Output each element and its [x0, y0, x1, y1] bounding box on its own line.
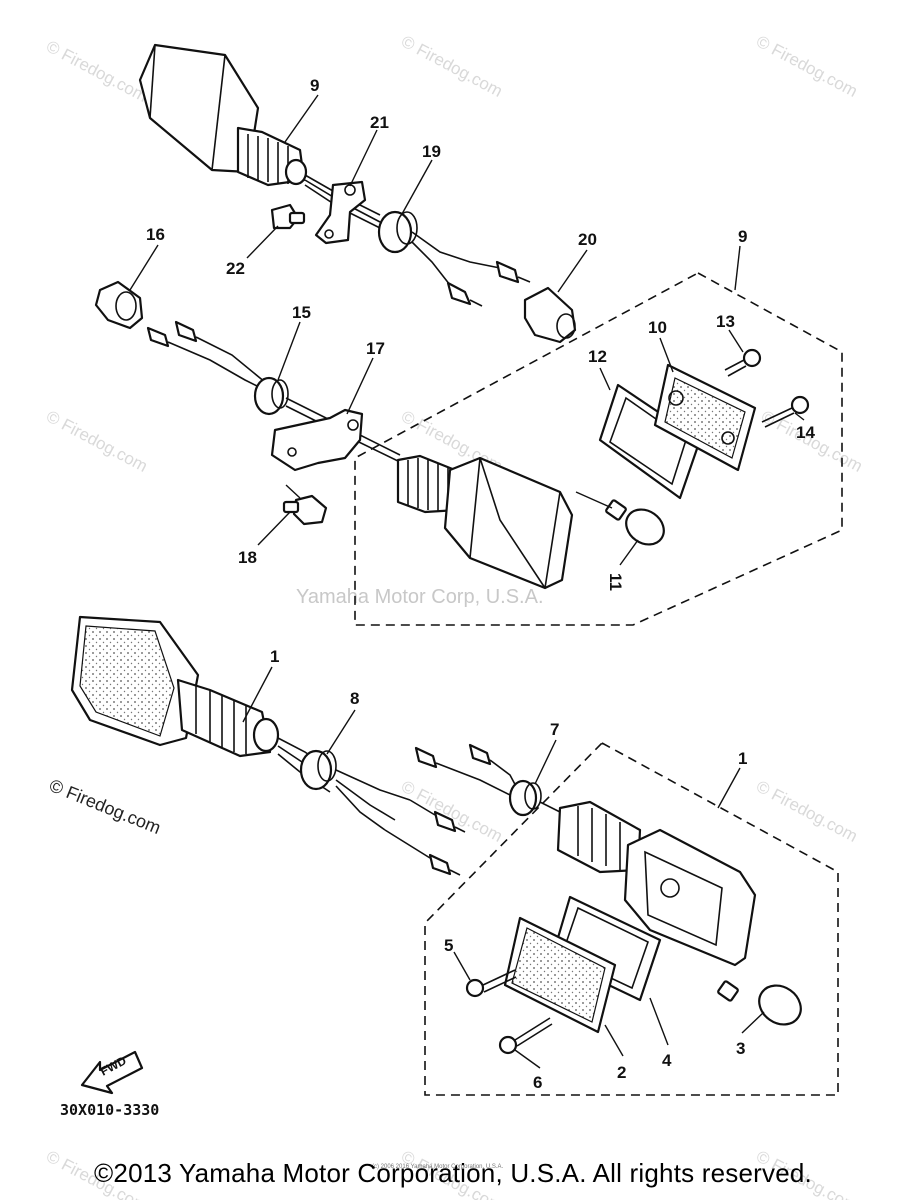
callout-6: 6: [533, 1073, 542, 1092]
callout-9-upper-left: 9: [310, 76, 319, 95]
callout-1-lower-right: 1: [738, 749, 747, 768]
bulb-3: [717, 980, 802, 1026]
callout-3: 3: [736, 1039, 745, 1058]
leader-lines: [129, 94, 805, 1069]
callout-22: 22: [226, 259, 245, 278]
callout-2: 2: [617, 1063, 626, 1082]
watermark-7: © Firedog.com: [398, 777, 506, 846]
callout-13: 13: [716, 312, 735, 331]
callout-18: 18: [238, 548, 257, 567]
callout-7: 7: [550, 720, 559, 739]
bracket-17: [270, 408, 364, 472]
center-watermark: Yamaha Motor Corp, U.S.A.: [296, 586, 544, 608]
fwd-arrow-icon: FWD: [80, 1050, 144, 1095]
callout-17: 17: [366, 339, 385, 358]
callout-12: 12: [588, 347, 607, 366]
part-code: 30X010-3330: [60, 1101, 159, 1119]
bolt-22: [270, 203, 306, 230]
screw-6: [498, 1017, 553, 1055]
callout-10: 10: [648, 318, 667, 337]
subassembly-box-upper: [354, 272, 843, 626]
watermark-3: © Firedog.com: [753, 32, 861, 101]
lens-10: [653, 363, 757, 472]
callout-1-lower-left: 1: [270, 647, 279, 666]
wire-connectors-upper: [446, 260, 531, 307]
grommet-19: [377, 210, 501, 286]
callout-5: 5: [444, 936, 453, 955]
bolt-18: [282, 494, 328, 526]
bulb-11: [605, 499, 665, 546]
turn-signal-housing-lower-right: [556, 800, 757, 967]
wire-connectors-mid: [146, 320, 271, 391]
callout-15: 15: [292, 303, 311, 322]
watermark-1: © Firedog.com: [43, 37, 151, 106]
wire-connectors-lower-right: [414, 743, 519, 797]
callout-16: 16: [146, 225, 165, 244]
callout-8: 8: [350, 689, 359, 708]
subassembly-box-lower: [424, 742, 839, 1096]
cap-20: [523, 286, 577, 344]
turn-signal-upper: [138, 43, 381, 229]
callout-19: 19: [422, 142, 441, 161]
callout-20: 20: [578, 230, 597, 249]
screw-13: [724, 348, 762, 377]
copyright-footer: ©2013 Yamaha Motor Corporation, U.S.A. A…: [94, 1158, 812, 1188]
callout-9-upper-right: 9: [738, 227, 747, 246]
callout-11: 11: [606, 573, 625, 591]
watermark-4: © Firedog.com: [43, 407, 151, 476]
watermark-8: © Firedog.com: [753, 777, 861, 846]
lens-2: [503, 916, 617, 1034]
callout-labels: 9 21 19 22 16 20 9 15 17 10 13 12 14 18 …: [146, 76, 815, 1092]
grommet-15: [253, 376, 401, 463]
cap-16: [94, 280, 144, 330]
callout-21: 21: [370, 113, 389, 132]
turn-signal-housing-upper-right: [396, 454, 574, 590]
callout-4: 4: [662, 1051, 672, 1070]
screw-5: [465, 969, 517, 998]
wire-connectors-lower-left: [384, 799, 466, 876]
watermark-2: © Firedog.com: [398, 32, 506, 101]
grommet-7: [508, 779, 561, 817]
screw-14: [761, 395, 810, 428]
grommet-8: [299, 749, 411, 831]
watermark-dark: © Firedog.com: [47, 775, 164, 838]
turn-signal-lower-left: [70, 615, 331, 793]
callout-14: 14: [796, 423, 815, 442]
watermarks: © Firedog.com © Firedog.com © Firedog.co…: [43, 32, 866, 1200]
tiny-copyright: (c) 2006 2016 Yamaha Motor Corporation, …: [372, 1164, 504, 1170]
